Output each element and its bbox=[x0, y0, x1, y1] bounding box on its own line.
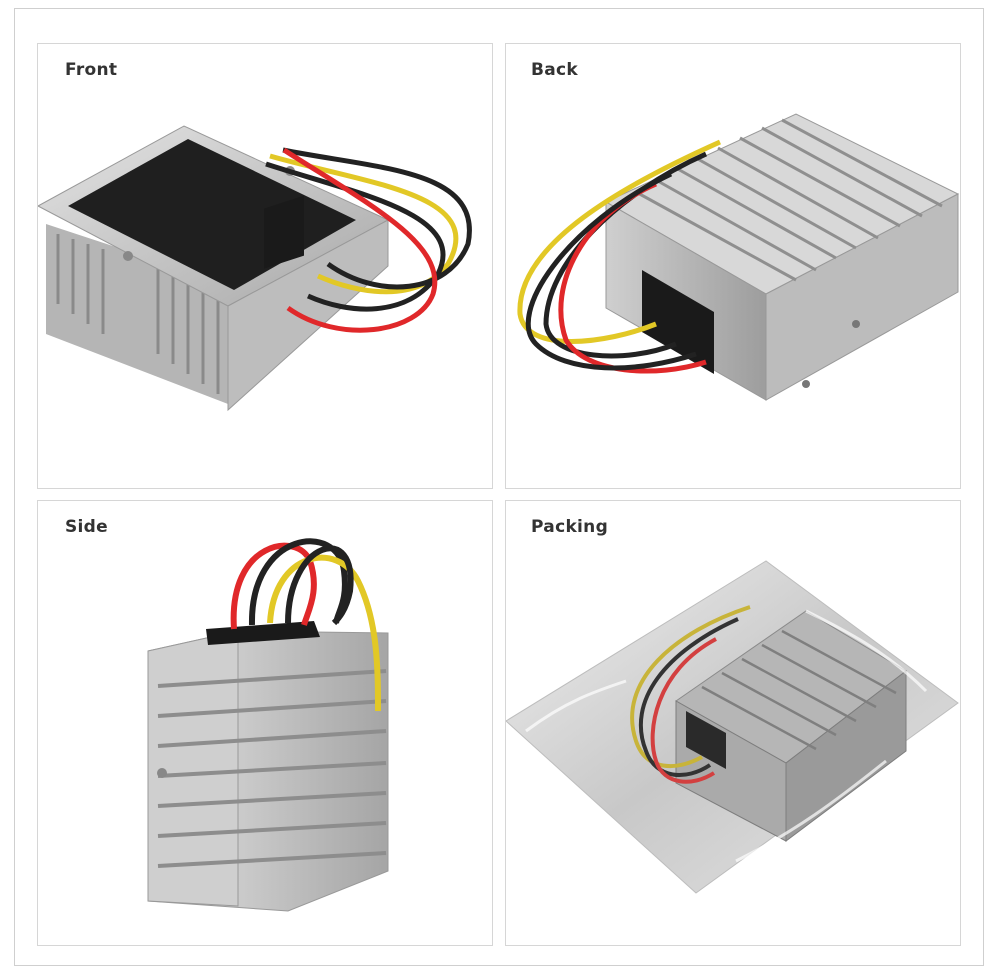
panel-side: Side bbox=[37, 500, 493, 946]
packed-converter-illustration bbox=[506, 560, 959, 894]
panel-label-packing: Packing bbox=[531, 517, 609, 537]
image-frame bbox=[14, 8, 984, 966]
panel-packing: Packing bbox=[505, 500, 961, 946]
panel-label-back: Back bbox=[531, 60, 579, 80]
panel-label-front: Front bbox=[65, 60, 118, 80]
converter-side-illustration bbox=[147, 538, 389, 912]
converter-front-illustration bbox=[38, 125, 472, 412]
panel-front: Front bbox=[37, 43, 493, 489]
panel-label-side: Side bbox=[65, 517, 108, 537]
converter-back-illustration bbox=[517, 113, 960, 401]
panel-back: Back bbox=[505, 43, 961, 489]
